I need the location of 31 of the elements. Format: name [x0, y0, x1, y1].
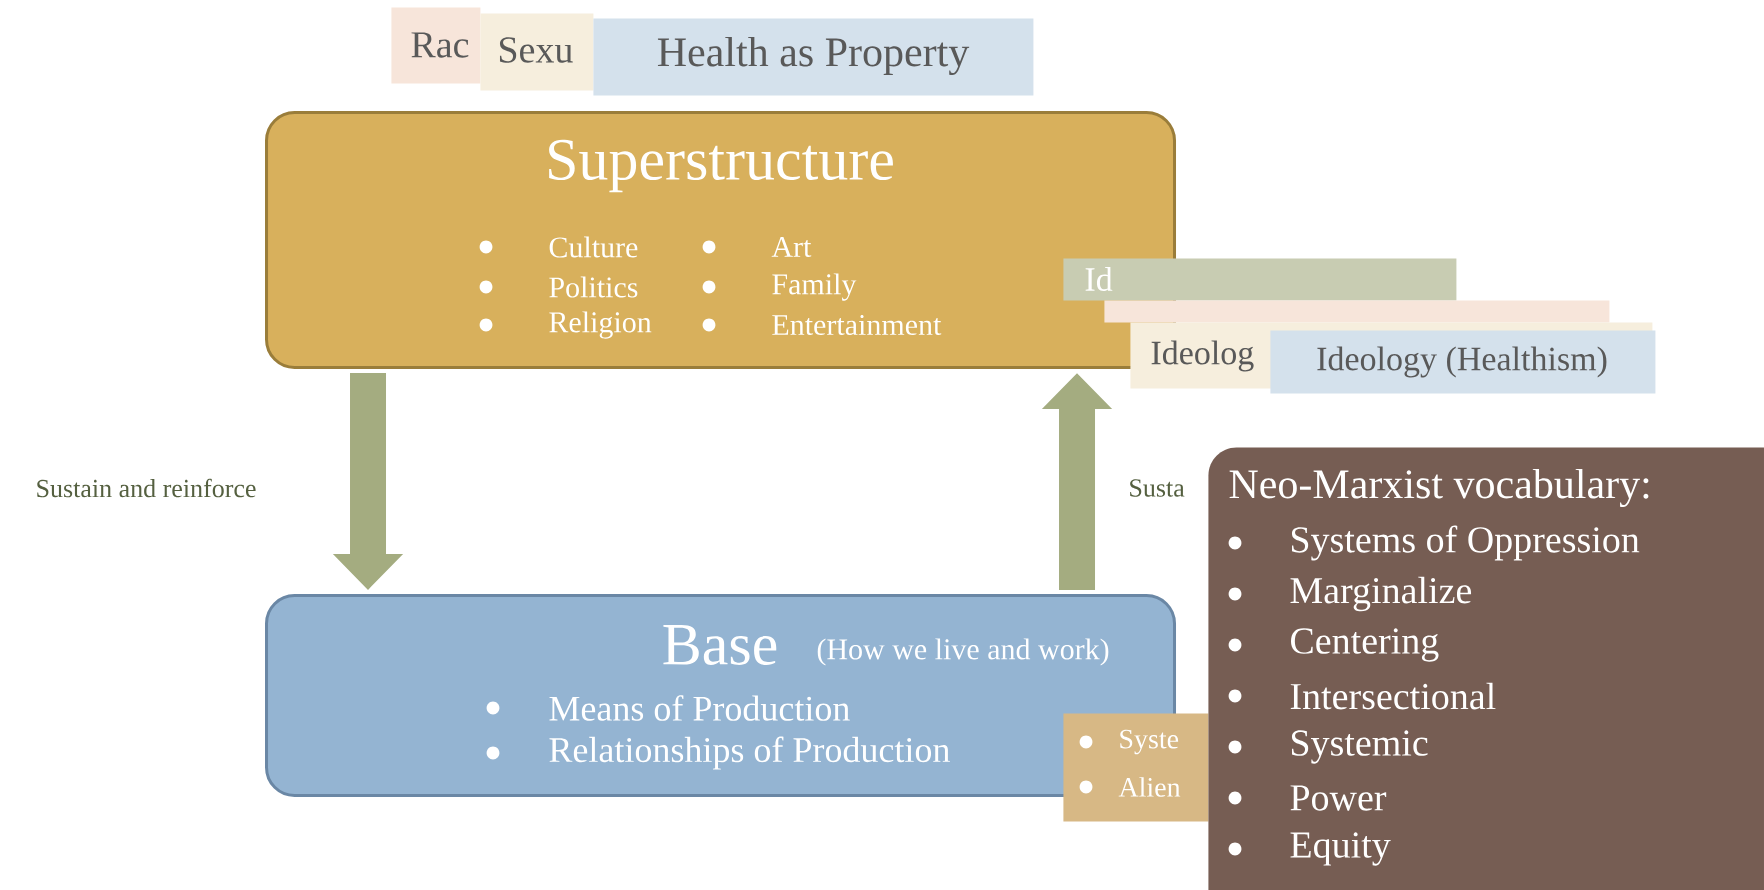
bullet-item: Systems of Oppression: [1228, 525, 1640, 561]
bullet-item: Entertainment: [702, 314, 942, 336]
bullet-item: Culture: [479, 236, 638, 258]
heading: Base: [663, 625, 777, 665]
text-card: Ideology (Healthism): [1270, 330, 1656, 394]
heading: Superstructure: [549, 139, 893, 193]
bullet-item: Power: [1228, 785, 1387, 811]
text-panel: [1063, 713, 1209, 822]
bullet-item: Centering: [1228, 628, 1439, 662]
bullet-item: Alien: [1079, 777, 1181, 797]
text-card: Health as Property: [593, 18, 1034, 96]
bullet-item: Religion: [479, 311, 652, 339]
bullet-item: Family: [702, 273, 857, 301]
bullet-item: Relationships of Production: [486, 736, 950, 770]
text-card: Id: [1063, 258, 1457, 301]
bullet-item: Intersectional: [1228, 682, 1496, 710]
bullet-item: Equity: [1228, 832, 1391, 866]
edge-label: Susta: [1130, 479, 1185, 497]
text-card: Rac: [391, 7, 481, 84]
vocabulary-panel: [1208, 447, 1764, 890]
bullet-item: Means of Production: [486, 695, 850, 721]
subtitle: (How we live and work): [817, 638, 1109, 666]
bullet-item: Marginalize: [1228, 576, 1472, 612]
bullet-item: Politics: [479, 276, 638, 298]
heading: Neo-Marxist vocabulary:: [1229, 468, 1649, 508]
blank-card: [1104, 300, 1610, 323]
text-card: Sexu: [480, 13, 594, 91]
bullet-item: Syste: [1079, 729, 1179, 755]
edge-label: Sustain and reinforce: [37, 478, 256, 498]
bullet-item: Systemic: [1228, 730, 1428, 764]
bullet-item: Art: [702, 236, 812, 258]
